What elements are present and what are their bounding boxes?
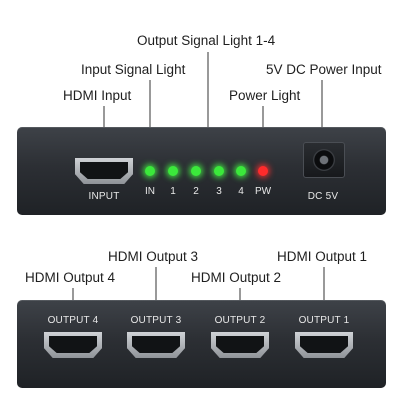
led-output-4	[236, 166, 246, 176]
hdmi-output-4-port	[44, 332, 102, 358]
led-output-3	[214, 166, 224, 176]
hdmi-input-port	[75, 158, 133, 184]
led-label-1: 1	[170, 186, 176, 197]
hdmi-output-1-port	[295, 332, 353, 358]
led-label-4: 4	[238, 186, 244, 197]
led-label-3: 3	[216, 186, 222, 197]
callout-output-signal-light: Output Signal Light 1-4	[137, 33, 276, 48]
output-4-label: OUTPUT 4	[47, 315, 99, 326]
callout-hdmi-output-4: HDMI Output 4	[25, 270, 116, 285]
dc-label: DC 5V	[307, 191, 339, 202]
output-3-label: OUTPUT 3	[130, 315, 182, 326]
hdmi-output-2-port	[211, 332, 269, 358]
led-label-pw: PW	[254, 186, 272, 197]
output-2-label: OUTPUT 2	[214, 315, 266, 326]
callout-dc-power-input: 5V DC Power Input	[266, 62, 382, 77]
dc-power-jack	[303, 142, 345, 178]
hdmi-output-3-port	[127, 332, 185, 358]
callout-hdmi-output-2: HDMI Output 2	[191, 270, 282, 285]
output-1-label: OUTPUT 1	[298, 315, 350, 326]
led-label-in: IN	[145, 186, 155, 197]
led-label-2: 2	[193, 186, 199, 197]
led-output-2	[191, 166, 201, 176]
led-power	[258, 166, 268, 176]
callout-hdmi-input: HDMI Input	[63, 88, 132, 103]
callout-input-signal-light: Input Signal Light	[81, 62, 186, 77]
callout-power-light: Power Light	[229, 88, 301, 103]
callout-hdmi-output-1: HDMI Output 1	[277, 249, 368, 264]
led-in	[145, 166, 155, 176]
input-port-label: INPUT	[88, 191, 120, 202]
led-output-1	[168, 166, 178, 176]
callout-hdmi-output-3: HDMI Output 3	[108, 249, 199, 264]
